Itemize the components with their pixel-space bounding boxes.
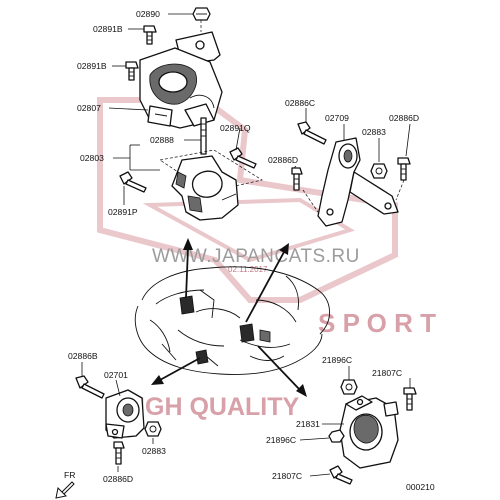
label-02891b-mid: 02891B (77, 61, 107, 71)
leader-lines (81, 13, 411, 477)
direction-arrow-icon (55, 481, 75, 499)
bolt-02891b-top (143, 25, 157, 45)
watermark-date: 02.11.2017 (228, 265, 268, 274)
label-02891b-top: 02891B (93, 24, 123, 34)
nut-02883-right (370, 163, 388, 179)
bracket-assembly-02803 (119, 117, 263, 221)
engine-outline (134, 266, 330, 375)
pointer-arrows (151, 238, 307, 397)
watermark-site: WWW.JAPANCATS.RU (152, 246, 360, 267)
label-21896c-top: 21896C (322, 355, 352, 365)
bolt-02886d-midright (291, 167, 303, 191)
stud-02888 (200, 117, 207, 155)
nut-21896c-top (340, 379, 358, 395)
bolt-02886d-right (397, 157, 411, 181)
watermark-quality: HIGH QUALITY (120, 393, 299, 421)
label-02886d-midright: 02886D (268, 155, 298, 165)
watermark-logo-shape (97, 97, 398, 303)
bolt-02886b (75, 375, 105, 399)
label-02709: 02709 (325, 113, 349, 123)
label-02891p: 02891P (108, 207, 138, 217)
arrow-to-lower-left-mount (151, 357, 201, 385)
nut-02883-bottom (144, 421, 162, 437)
label-02807: 02807 (77, 103, 101, 113)
arrow-to-lower-right-mount (257, 345, 307, 397)
label-02890: 02890 (136, 9, 160, 19)
label-02886d-bottom: 02886D (103, 474, 133, 484)
arrow-to-right-bracket (245, 243, 289, 323)
bolt-02886d-bottom (113, 441, 125, 465)
label-21807c-bottom: 21807C (272, 471, 302, 481)
front-direction-indicator: FR (55, 470, 75, 499)
part-labels: 02890 02891B 02891B 02807 02888 02891Q 0… (68, 9, 419, 484)
label-02886b: 02886B (68, 351, 98, 361)
bolt-02891b-mid (125, 61, 139, 81)
bolt-02891p (119, 171, 147, 193)
arrow-to-bracket (183, 238, 193, 299)
label-02891q: 02891Q (220, 123, 251, 133)
label-21896c-mid: 21896C (266, 435, 296, 445)
label-02886d-right: 02886D (389, 113, 419, 123)
label-02888: 02888 (150, 135, 174, 145)
bolt-02891q (229, 147, 257, 169)
label-02803: 02803 (80, 153, 104, 163)
label-02883-right: 02883 (362, 127, 386, 137)
label-02886c: 02886C (285, 98, 315, 108)
bolt-21807c-right (403, 387, 417, 411)
mount-21831 (328, 379, 417, 485)
bolt-21807c-bottom (329, 465, 353, 485)
bolt-02890 (192, 7, 211, 21)
label-02701: 02701 (104, 370, 128, 380)
mount-02701 (75, 375, 162, 465)
watermark-sport: S P O R T (318, 308, 436, 338)
label-21831: 21831 (296, 419, 320, 429)
bolt-02886c-right (297, 121, 327, 145)
label-02883-bottom: 02883 (142, 446, 166, 456)
direction-label: FR (64, 470, 75, 480)
bracket-02709 (291, 121, 411, 227)
nut-21896c-mid (328, 429, 345, 443)
watermark: S P O R T HIGH QUALITY WWW.JAPANCATS.RU … (97, 97, 436, 421)
label-21807c-right: 21807C (372, 368, 402, 378)
diagram-code: 000210 (406, 482, 435, 492)
